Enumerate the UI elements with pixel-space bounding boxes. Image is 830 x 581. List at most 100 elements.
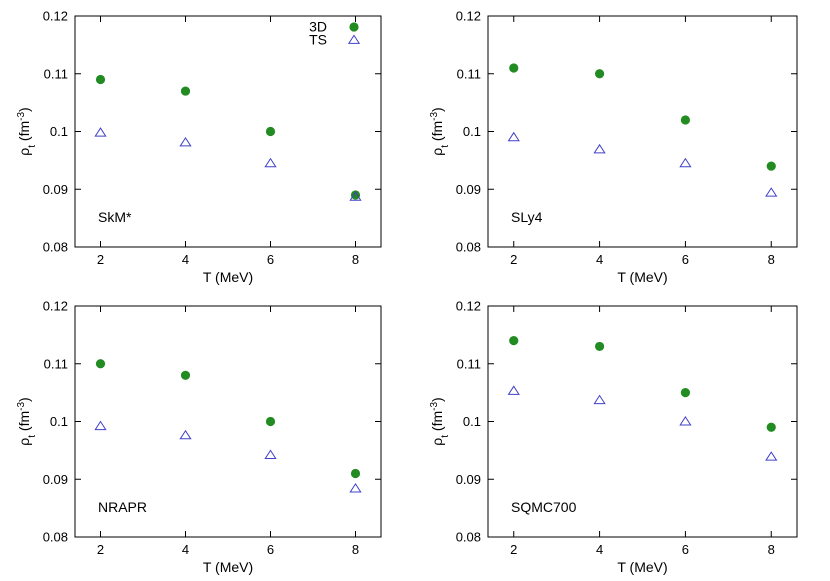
point-ts: [679, 157, 692, 168]
point-3d: [766, 161, 776, 171]
point-ts: [94, 127, 107, 137]
point-ts: [179, 136, 192, 147]
panel-label: SkM*: [98, 209, 132, 225]
y-axis-label-exp: -3: [429, 112, 440, 121]
point-3d: [95, 359, 106, 369]
point-ts: [507, 385, 520, 395]
panel-label: SLy4: [511, 209, 543, 225]
x-tick-label: 2: [97, 542, 104, 557]
y-tick-label: 0.1: [50, 124, 68, 139]
y-tick-label: 0.12: [43, 299, 68, 314]
x-tick-label: 4: [596, 542, 603, 557]
y-tick-label: 0.12: [43, 9, 68, 24]
y-axis-label-exp: -3: [16, 402, 27, 411]
y-tick-label: 0.1: [50, 414, 68, 429]
y-tick-label: 0.08: [43, 240, 68, 255]
x-axis-label: T (MeV): [617, 559, 667, 575]
y-tick-label: 0.09: [43, 182, 68, 197]
point-ts: [349, 191, 362, 201]
x-tick-label: 2: [97, 252, 104, 267]
y-tick-label: 0.09: [456, 472, 481, 487]
x-tick-label: 2: [510, 252, 517, 267]
y-axis-label-unit: (fm: [16, 121, 32, 145]
x-tick-label: 4: [182, 542, 189, 557]
y-axis-label-sub: t: [440, 435, 451, 438]
y-axis-label: ρt (fm-3): [429, 107, 451, 155]
y-axis-label-base: ρ: [16, 438, 32, 446]
y-tick-label: 0.11: [457, 356, 481, 371]
x-tick-label: 6: [267, 542, 274, 557]
y-tick-label: 0.1: [463, 414, 481, 429]
x-tick-label: 4: [182, 252, 189, 267]
point-ts: [179, 429, 192, 440]
point-ts: [593, 394, 606, 405]
y-axis-label: ρt (fm-3): [16, 107, 38, 155]
point-3d: [265, 126, 276, 137]
y-tick-label: 0.11: [44, 66, 68, 81]
x-axis-label: T (MeV): [203, 559, 253, 575]
point-3d: [350, 468, 361, 479]
panel-label: NRAPR: [98, 499, 147, 515]
point-3d: [680, 115, 691, 125]
y-tick-label: 0.08: [456, 530, 481, 545]
x-axis-label: T (MeV): [617, 269, 667, 285]
legend-marker-ts: [347, 34, 361, 44]
y-tick-label: 0.11: [44, 356, 68, 371]
y-axis-label-unit: (fm: [429, 121, 445, 145]
legend-label-3d: 3D: [309, 19, 327, 35]
point-ts: [765, 187, 778, 197]
point-3d: [180, 370, 191, 380]
chart-panel-nrapr: 0.08 0.09 0.1 0.11 0.12 2 4 6 8 T (MeV) ρt (fm-3) N…: [16, 299, 382, 575]
point-3d: [509, 336, 519, 346]
point-3d: [680, 388, 691, 398]
point-ts: [765, 451, 778, 461]
point-ts: [593, 143, 606, 154]
chart-panel-skm: 0.08 0.09 0.1 0.11 0.12 2 4 6 8 T (MeV) ρt (fm-3) S…: [16, 9, 382, 285]
y-axis-label-close: ): [429, 397, 445, 402]
y-tick-label: 0.12: [456, 9, 481, 24]
point-ts: [264, 157, 277, 168]
point-3d: [95, 74, 106, 85]
y-axis-label-close: ): [16, 397, 32, 402]
y-tick-label: 0.12: [456, 299, 481, 314]
point-3d: [265, 416, 276, 427]
point-3d: [350, 190, 361, 200]
x-tick-label: 8: [768, 542, 775, 557]
y-axis-label-exp: -3: [429, 402, 440, 411]
y-tick-label: 0.08: [456, 240, 481, 255]
point-3d: [180, 86, 191, 96]
point-3d: [594, 69, 605, 79]
y-axis-label-sub: t: [27, 145, 38, 148]
y-axis-label-sub: t: [440, 145, 451, 148]
point-ts: [679, 415, 692, 426]
x-tick-label: 2: [510, 542, 517, 557]
x-tick-label: 8: [768, 252, 775, 267]
y-axis-label-close: ): [429, 107, 445, 112]
y-axis-label: ρt (fm-3): [16, 397, 38, 445]
x-axis-label: T (MeV): [203, 269, 253, 285]
point-3d: [509, 63, 519, 73]
y-tick-label: 0.1: [463, 124, 481, 139]
y-tick-label: 0.09: [43, 472, 68, 487]
y-axis-label-exp: -3: [16, 112, 27, 121]
y-tick-label: 0.08: [43, 530, 68, 545]
x-tick-label: 4: [596, 252, 603, 267]
x-tick-label: 6: [682, 252, 689, 267]
point-ts: [507, 131, 520, 142]
point-ts: [94, 420, 107, 431]
x-tick-label: 8: [352, 252, 359, 267]
legend-marker-3d: [349, 22, 359, 32]
panel-label: SQMC700: [511, 499, 577, 515]
point-3d: [594, 341, 605, 352]
y-axis-label: ρt (fm-3): [429, 397, 451, 445]
y-axis-label-unit: (fm: [429, 411, 445, 435]
legend-label-ts: TS: [309, 32, 327, 48]
y-tick-label: 0.09: [456, 182, 481, 197]
x-tick-label: 6: [267, 252, 274, 267]
x-tick-label: 8: [352, 542, 359, 557]
y-axis-label-base: ρ: [429, 438, 445, 446]
